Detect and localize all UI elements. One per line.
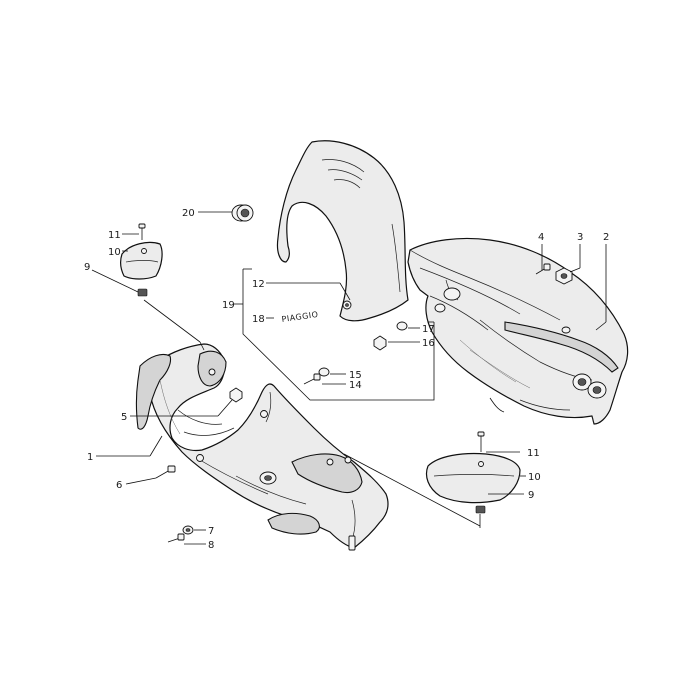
part-6-screw	[155, 465, 176, 479]
part-12-upper-cover	[276, 140, 409, 322]
part-3-nut	[555, 267, 573, 285]
label-5: 5	[121, 412, 127, 423]
label-9-right: 9	[528, 490, 534, 501]
part-17-washer	[396, 321, 408, 331]
part-9-clip-left	[137, 288, 148, 297]
piaggio-brand-text: PIAGGIO	[281, 310, 319, 324]
part-16-nut	[373, 335, 387, 351]
part-7-washer	[182, 525, 194, 535]
part-10-cover-right	[425, 452, 521, 504]
label-17: 17	[422, 324, 435, 335]
part-11-screw-right	[477, 431, 485, 452]
label-2: 2	[603, 232, 609, 243]
part-9-clip-right	[475, 505, 486, 514]
part-2-rear-handlebar-cover	[407, 237, 629, 425]
part-15-washer	[318, 367, 330, 377]
label-11-left: 11	[108, 230, 121, 241]
part-1-front-cover	[135, 343, 389, 551]
part-8-screw	[167, 533, 185, 543]
part-4-screw	[535, 263, 551, 275]
label-18: 18	[252, 314, 265, 325]
part-14-screw	[303, 373, 321, 385]
part-11-screw-left	[138, 223, 146, 240]
part-10-cover-left	[120, 241, 163, 280]
part-19-assembly-bracket	[234, 268, 435, 401]
part-5-nut	[229, 387, 243, 403]
label-4: 4	[538, 232, 544, 243]
label-15: 15	[349, 370, 362, 381]
part-20-grommet	[231, 204, 254, 222]
label-6: 6	[116, 480, 122, 491]
label-3: 3	[577, 232, 583, 243]
leader-lines	[91, 211, 607, 545]
label-10-right: 10	[528, 472, 541, 483]
label-19: 19	[222, 300, 235, 311]
label-1: 1	[87, 452, 93, 463]
label-7: 7	[208, 526, 214, 537]
label-10-left: 10	[108, 247, 121, 258]
label-8: 8	[208, 540, 214, 551]
label-11-right: 11	[527, 448, 540, 459]
label-12: 12	[252, 279, 265, 290]
label-9-left: 9	[84, 262, 90, 273]
label-16: 16	[422, 338, 435, 349]
label-20: 20	[182, 208, 195, 219]
label-14: 14	[349, 380, 362, 391]
